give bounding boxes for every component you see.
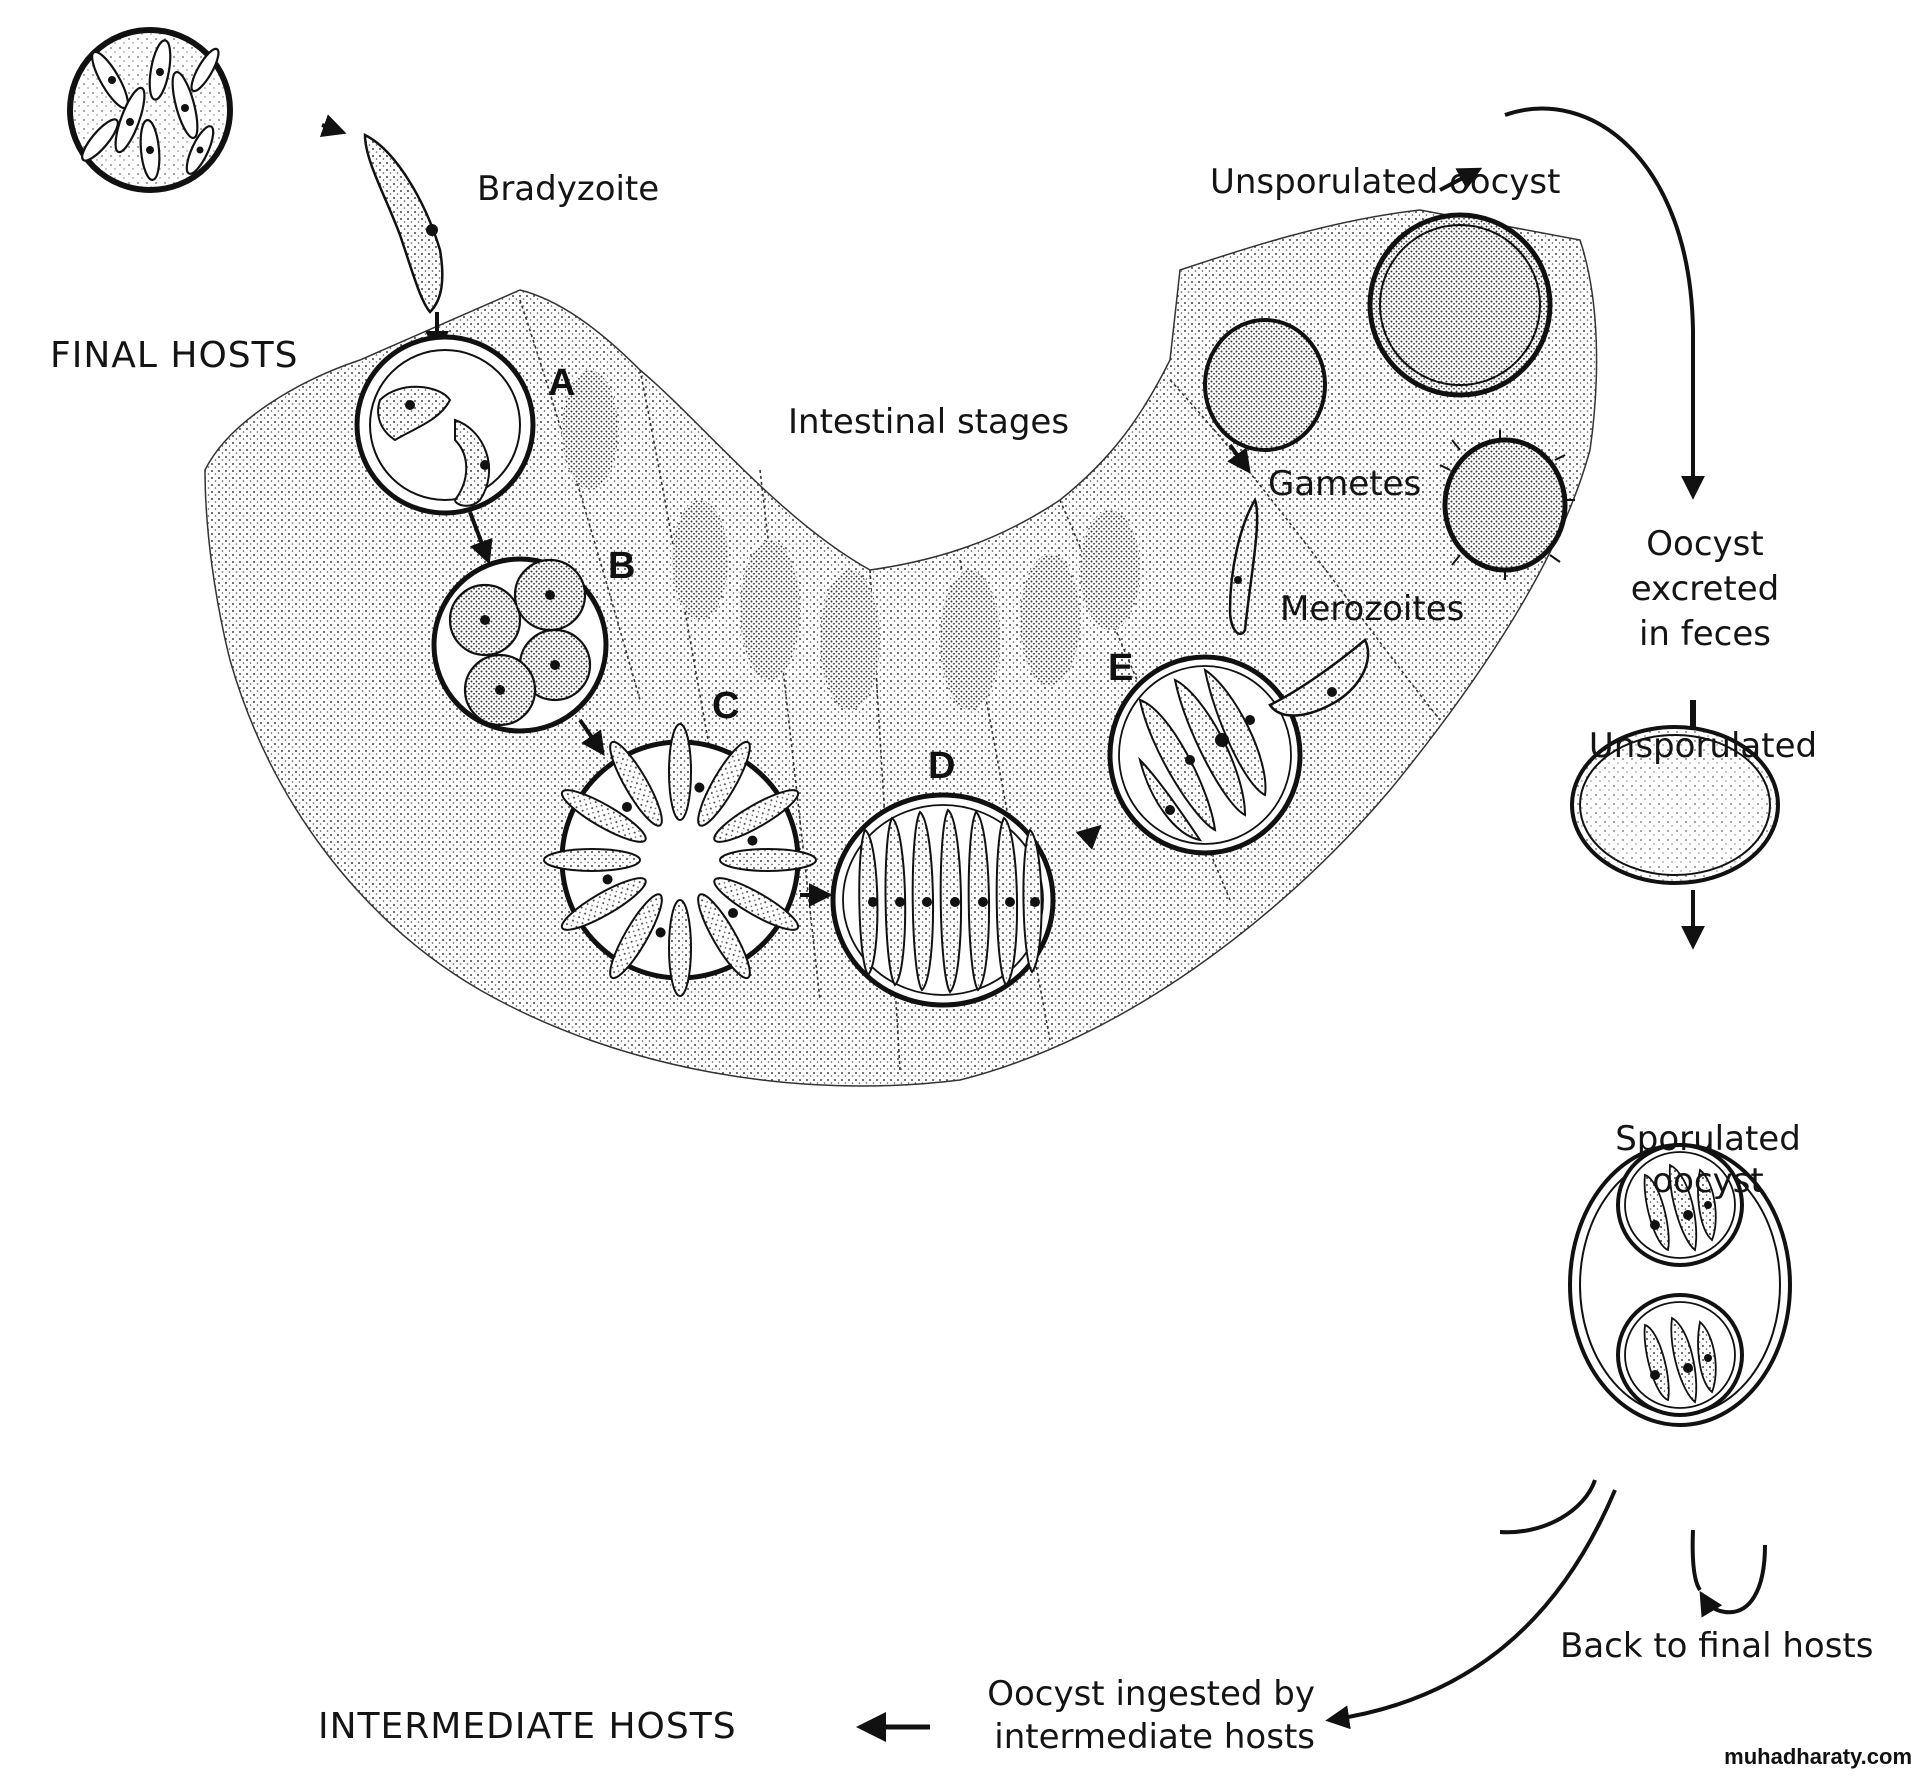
microgametocyte (1439, 430, 1575, 580)
gamete-elongated (1228, 497, 1259, 636)
arrow-back-to-final (1699, 1544, 1767, 1618)
stage-e-cell (1107, 654, 1303, 856)
stage-label-e: E (1108, 647, 1133, 689)
unsporulated-oocyst (1570, 725, 1780, 885)
label-oocyst-ingested-1: Oocyst ingested by (987, 1674, 1315, 1714)
macrogamete (1203, 318, 1327, 452)
watermark: muhadharaty.com (1724, 1744, 1912, 1769)
arrow-stub-left (1499, 1479, 1597, 1535)
merozoite-free (1268, 638, 1370, 717)
sporulated-oocyst (1568, 1143, 1792, 1427)
bradyzoite-shape (363, 132, 444, 314)
gamete-nucleus (1234, 576, 1242, 584)
cell-nucleus (672, 500, 728, 620)
stage-label-a: A (548, 362, 575, 404)
label-gametes: Gametes (1268, 464, 1421, 504)
unsporulated-oocyst-in-tissue (1367, 212, 1553, 398)
label-oocyst-excreted-2: excreted (1631, 569, 1780, 609)
label-final-hosts: FINAL HOSTS (50, 335, 298, 376)
label-unsporulated-oocyst-top: Unsporulated oocyst (1210, 162, 1560, 202)
arrow-d-to-e (1075, 824, 1102, 850)
label-sporulated-2: oocyst (1652, 1161, 1763, 1201)
arrow-to-feces (1504, 106, 1705, 500)
label-intermediate-hosts: INTERMEDIATE HOSTS (318, 1706, 737, 1747)
cell-wall (1169, 379, 1441, 721)
label-intestinal-stages: Intestinal stages (788, 402, 1069, 442)
arrow-cyst-to-bradyzoite (319, 114, 347, 137)
stage-b-cell (431, 556, 609, 734)
label-unsporulated: Unsporulated (1589, 726, 1817, 766)
arrow-a-to-b (468, 511, 493, 565)
label-oocyst-excreted-1: Oocyst (1646, 524, 1763, 564)
arrow-oocyst-exit (1439, 167, 1483, 192)
merozoite-nucleus (1327, 687, 1337, 697)
label-back-to-final-hosts: Back to final hosts (1560, 1626, 1873, 1666)
stage-c-cell (543, 723, 817, 997)
stage-label-b: B (608, 545, 635, 587)
cell-nucleus (740, 540, 800, 680)
arrow-to-gametes (1227, 443, 1251, 474)
label-merozoites: Merozoites (1280, 589, 1464, 629)
tissue-cyst (67, 27, 233, 193)
label-bradyzoite: Bradyzoite (477, 169, 659, 209)
arrow-b-to-c (578, 718, 605, 756)
cell-nucleus (1020, 554, 1080, 686)
stage-label-d: D (928, 745, 955, 787)
cell-nucleus (562, 370, 618, 490)
cell-wall (759, 469, 821, 1001)
stage-d-cell (830, 792, 1056, 1008)
bradyzoite-nucleus (426, 224, 438, 236)
stage-label-c: C (712, 685, 739, 727)
arrow-to-intermediate (1325, 1489, 1617, 1730)
label-oocyst-ingested-2: intermediate hosts (994, 1717, 1315, 1757)
cell-nucleus (820, 570, 880, 710)
cell-nucleus (1080, 510, 1140, 630)
cell-nucleus (940, 570, 1000, 710)
label-oocyst-excreted-3: in feces (1639, 614, 1771, 654)
stage-a-cell (354, 334, 536, 516)
label-sporulated-1: Sporulated (1615, 1119, 1801, 1159)
arrow-loop-stem (1690, 1529, 1702, 1592)
